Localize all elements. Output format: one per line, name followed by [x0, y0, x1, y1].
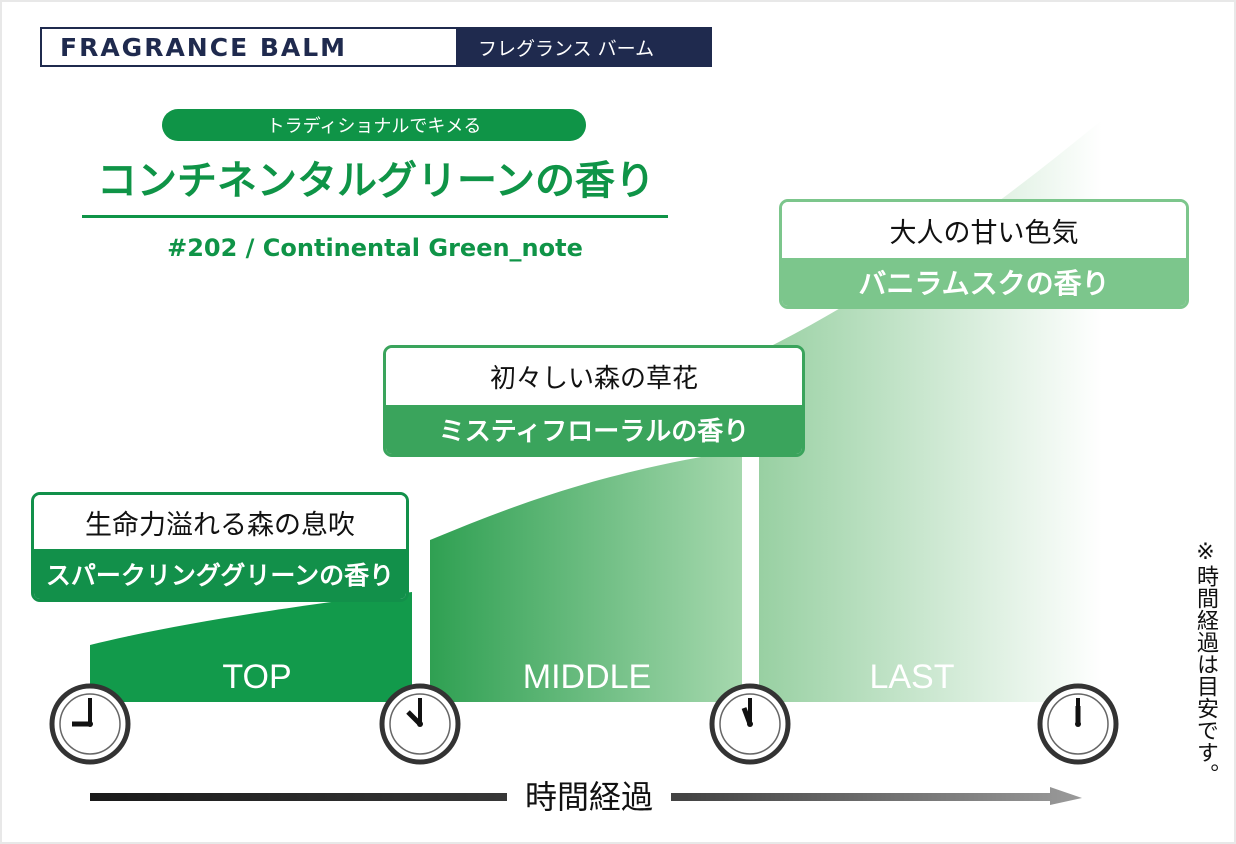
- note-card-top: 生命力溢れる森の息吹 スパークリンググリーンの香り: [31, 492, 409, 602]
- brand-name-en: FRAGRANCE BALM: [42, 29, 456, 65]
- note-name-top: スパークリンググリーンの香り: [34, 549, 406, 599]
- note-description-top: 生命力溢れる森の息吹: [34, 495, 406, 549]
- product-code: #202 / Continental Green_note: [167, 234, 583, 262]
- clock-icon-3: [709, 683, 791, 765]
- note-description-last: 大人の甘い色気: [782, 202, 1186, 258]
- product-title: コンチネンタルグリーンの香り: [97, 157, 655, 204]
- tagline-pill: トラディショナルでキメる: [162, 109, 586, 141]
- brand-bar: FRAGRANCE BALM フレグランス バーム: [40, 27, 712, 67]
- brand-name-jp: フレグランス バーム: [456, 29, 710, 65]
- phase-label-top: TOP: [222, 658, 292, 696]
- title-underline: [82, 215, 668, 218]
- note-card-middle: 初々しい森の草花 ミスティフローラルの香り: [383, 345, 805, 457]
- top-phase-area: [90, 592, 412, 702]
- note-description-middle: 初々しい森の草花: [386, 348, 802, 405]
- note-card-last: 大人の甘い色気 バニラムスクの香り: [779, 199, 1189, 309]
- time-elapsed-label: 時間経過: [507, 774, 671, 820]
- clock-icon-4: [1037, 683, 1119, 765]
- note-name-middle: ミスティフローラルの香り: [386, 405, 802, 454]
- disclaimer-note: ※時間経過は目安です。: [1193, 540, 1218, 785]
- phase-label-last: LAST: [869, 658, 955, 696]
- clock-icon-2: [379, 683, 461, 765]
- phase-label-middle: MIDDLE: [522, 658, 652, 696]
- clock-icon-1: [49, 683, 131, 765]
- middle-phase-area: [430, 450, 742, 702]
- note-name-last: バニラムスクの香り: [782, 258, 1186, 306]
